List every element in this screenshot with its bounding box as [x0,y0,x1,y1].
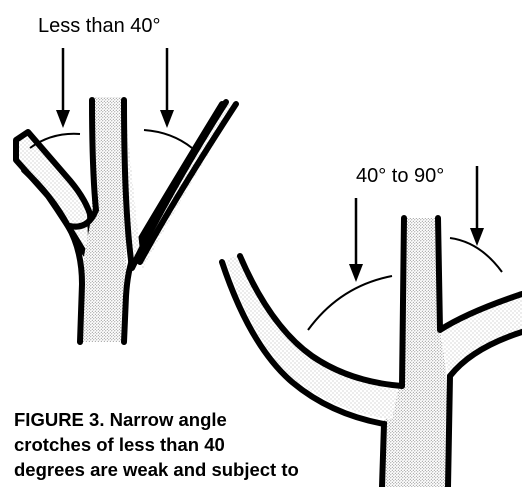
wide-angle-arc-left [308,276,392,330]
narrow-arrow-left-head [56,110,70,128]
narrow-angle-arc-right [144,130,192,148]
wide-angle-label: 40° to 90° [356,166,444,186]
caption-line-1: FIGURE 3. Narrow angle [14,407,374,432]
figure-caption: FIGURE 3. Narrow angle crotches of less … [14,407,374,482]
wide-arrow-left-head [349,264,363,282]
narrow-angle-label: Less than 40° [38,16,161,36]
wide-arrow-right-head [470,228,484,246]
caption-line-2: crotches of less than 40 [14,432,374,457]
narrow-right-branch-outer-edge [140,104,236,262]
caption-line-3: degrees are weak and subject to [14,457,374,482]
narrow-arrow-right-head [160,110,174,128]
narrow-left-branch [16,132,92,262]
narrow-crotch-tree [0,0,238,342]
wide-trunk-left-edge [402,218,404,386]
wide-right-branch-fill [440,290,522,372]
